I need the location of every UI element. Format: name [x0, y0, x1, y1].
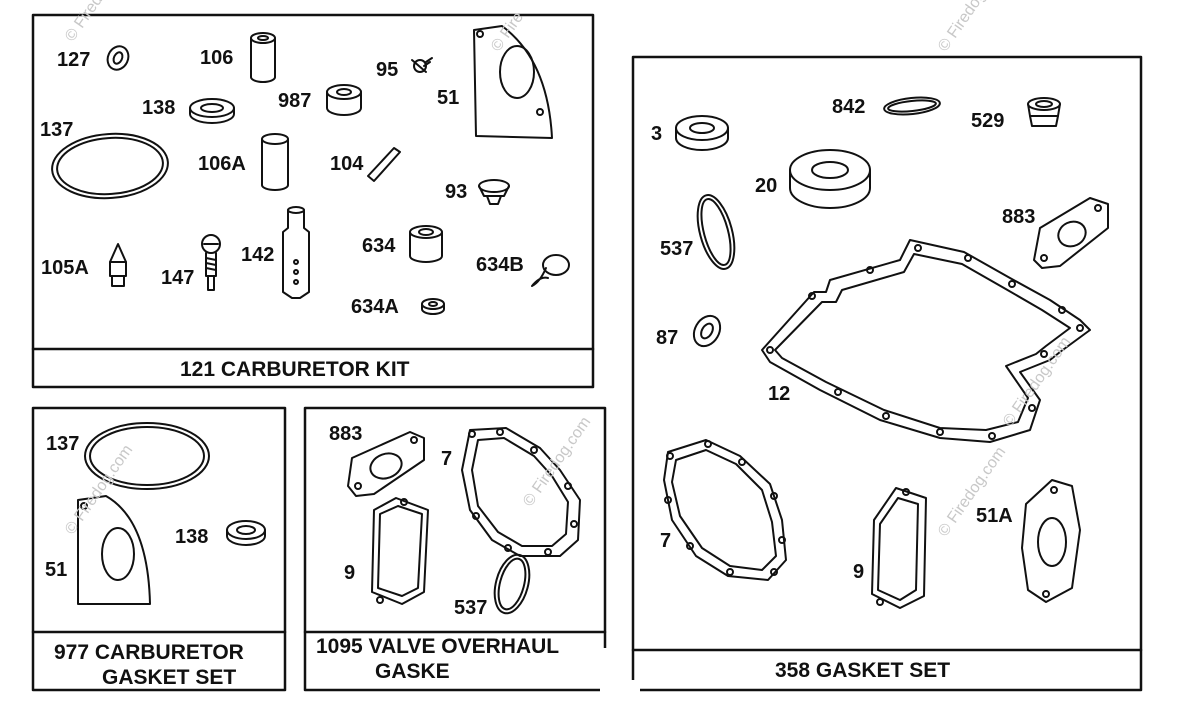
part-147-screw	[201, 234, 221, 291]
part-label-137-set: 137	[46, 433, 80, 455]
part-label-138: 138	[142, 97, 176, 119]
part-label-883-valve: 883	[329, 423, 363, 445]
part-987-bushing	[326, 84, 362, 116]
part-9-gasket-valve	[371, 497, 429, 605]
part-label-51a: 51A	[976, 505, 1013, 527]
panel-title-carburetor-gasket-set-line1: 977 CARBURETOR	[54, 641, 244, 664]
part-label-3: 3	[651, 123, 663, 145]
part-label-95: 95	[376, 59, 399, 81]
part-127-washer	[106, 45, 130, 71]
part-label-634: 634	[362, 235, 396, 257]
part-7-cover-gasket	[663, 439, 787, 581]
part-label-87: 87	[656, 327, 679, 349]
part-137-ring	[51, 132, 169, 200]
part-label-142: 142	[241, 244, 275, 266]
part-634-bushing	[409, 225, 443, 263]
part-label-127: 127	[57, 49, 91, 71]
part-537-oring	[696, 194, 736, 270]
part-label-842: 842	[832, 96, 866, 118]
part-label-9-valve: 9	[344, 562, 356, 584]
part-138-seal-set	[226, 520, 266, 546]
part-label-106a: 106A	[198, 153, 246, 175]
part-label-7: 7	[660, 530, 672, 552]
part-87-washer	[692, 314, 722, 348]
part-label-987: 987	[278, 90, 312, 112]
panel-title-valve-overhaul-line1: 1095 VALVE OVERHAUL	[316, 635, 560, 658]
part-106-bushing	[250, 32, 276, 83]
part-9-gasket	[871, 487, 927, 609]
part-95-screw	[411, 57, 433, 73]
part-label-634b: 634B	[476, 254, 524, 276]
part-label-537-valve: 537	[454, 597, 488, 619]
part-20-seal	[789, 149, 871, 209]
panel-title-carburetor-gasket-set-line2: GASKET SET	[102, 666, 237, 689]
part-51-plate	[473, 25, 553, 139]
part-529-plug	[1027, 97, 1061, 127]
panel-title-gasket-set: 358 GASKET SET	[775, 659, 951, 682]
part-label-51-set: 51	[45, 559, 68, 581]
part-137-ring-set	[84, 422, 210, 490]
part-label-20: 20	[755, 175, 778, 197]
part-883-flange-gasket	[1033, 197, 1109, 269]
part-label-138-set: 138	[175, 526, 209, 548]
part-883-flange-gasket-valve	[347, 431, 425, 497]
part-138-seal	[189, 98, 235, 124]
part-label-51: 51	[437, 87, 460, 109]
part-label-529: 529	[971, 110, 1005, 132]
part-label-105a: 105A	[41, 257, 89, 279]
part-93-plug	[478, 179, 510, 205]
panel-title-carburetor-kit: 121 CARBURETOR KIT	[180, 358, 410, 381]
part-105a-needle	[109, 243, 127, 287]
part-3-seal	[675, 115, 729, 151]
part-842-oring	[883, 96, 941, 116]
part-51a-gasket	[1021, 479, 1081, 603]
part-634b-spring	[531, 254, 570, 287]
part-label-104: 104	[330, 153, 364, 175]
part-label-93: 93	[445, 181, 468, 203]
part-51-plate-set	[77, 495, 151, 605]
part-label-106: 106	[200, 47, 234, 69]
part-label-137: 137	[40, 119, 74, 141]
part-106a-bushing	[261, 133, 289, 191]
part-label-147: 147	[161, 267, 195, 289]
part-537-oring-valve	[493, 553, 531, 615]
part-label-12: 12	[768, 383, 791, 405]
panel-frames	[31, 13, 1143, 695]
part-7-cover-gasket-valve	[461, 427, 581, 557]
part-label-883: 883	[1002, 206, 1036, 228]
part-634a-washer	[421, 298, 445, 315]
part-label-7-valve: 7	[441, 448, 453, 470]
part-12-crankcase-gasket	[761, 239, 1091, 443]
part-label-537: 537	[660, 238, 694, 260]
part-label-9: 9	[853, 561, 865, 583]
panel-title-valve-overhaul-line2: GASKE	[375, 660, 450, 683]
part-label-634a: 634A	[351, 296, 399, 318]
part-142-tube	[282, 206, 310, 299]
part-104-pin	[367, 147, 401, 182]
